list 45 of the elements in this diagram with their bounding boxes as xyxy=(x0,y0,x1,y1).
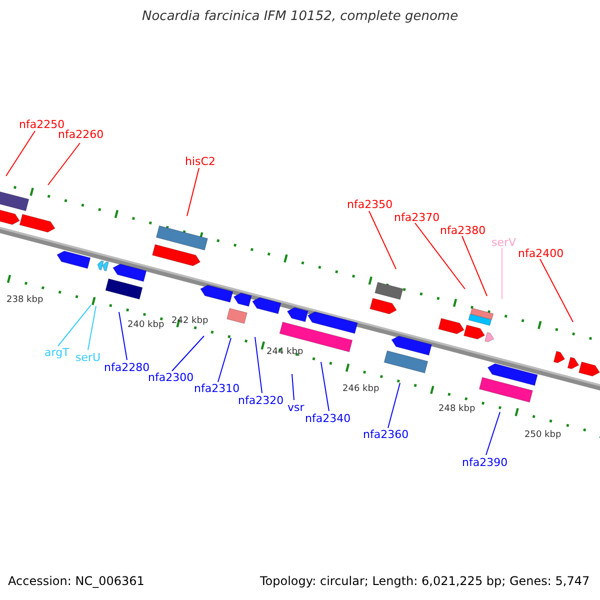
leader-line xyxy=(118,312,128,360)
gene-label: nfa2400 xyxy=(518,247,564,260)
gene-label: nfa2300 xyxy=(148,371,194,384)
leader-line xyxy=(172,336,204,372)
scale-label: 238 kbp xyxy=(6,294,44,307)
gene-label: argT xyxy=(44,346,70,359)
gene-label: nfa2250 xyxy=(19,118,65,131)
gene-label: nfa2260 xyxy=(58,128,104,141)
gene-label: serU xyxy=(76,351,101,364)
gene-label: nfa2320 xyxy=(238,394,284,407)
leader-line xyxy=(186,168,200,216)
title: Nocardia farcinica IFM 10152, complete genome xyxy=(142,10,458,23)
gene-label: nfa2390 xyxy=(462,456,508,469)
gene-label: hisC2 xyxy=(185,155,216,168)
footer-text: Topology: circular; Length: 6,021,225 bp; Genes: 5,747 xyxy=(260,575,590,588)
leader-line xyxy=(388,382,400,428)
scale-label: 240 kbp xyxy=(128,319,164,332)
gene-label: nfa2370 xyxy=(394,211,440,224)
scale-label: 246 kbp xyxy=(342,383,380,396)
leader-line xyxy=(88,306,96,350)
gene-label: serV xyxy=(492,236,516,249)
leader-line xyxy=(292,374,294,400)
leader-line xyxy=(414,222,466,290)
leader-line xyxy=(254,336,262,394)
gene-label: nfa2360 xyxy=(363,428,409,441)
scale-label: 242 kbp xyxy=(172,315,208,328)
scale-label: 244 kbp xyxy=(266,346,304,359)
leader-line xyxy=(540,258,574,322)
scale-label: 250 kbp xyxy=(524,429,562,442)
leader-line xyxy=(486,412,500,456)
leader-line xyxy=(368,210,396,270)
leader-line xyxy=(48,142,80,186)
leader-line xyxy=(6,130,36,176)
scale-label: 248 kbp xyxy=(438,403,476,416)
leader-line xyxy=(58,304,92,346)
gene-label: nfa2350 xyxy=(347,198,393,211)
gene-label: nfa2310 xyxy=(194,382,240,395)
leader-line xyxy=(218,338,232,382)
leader-line xyxy=(320,362,330,412)
gene-label: nfa2340 xyxy=(305,412,351,425)
footer-text: Accession: NC_006361 xyxy=(8,575,144,588)
leader-line xyxy=(462,236,488,296)
gene-label: nfa2380 xyxy=(440,224,486,237)
gene-label: vsr xyxy=(288,401,304,414)
gene-label: nfa2280 xyxy=(104,361,150,374)
